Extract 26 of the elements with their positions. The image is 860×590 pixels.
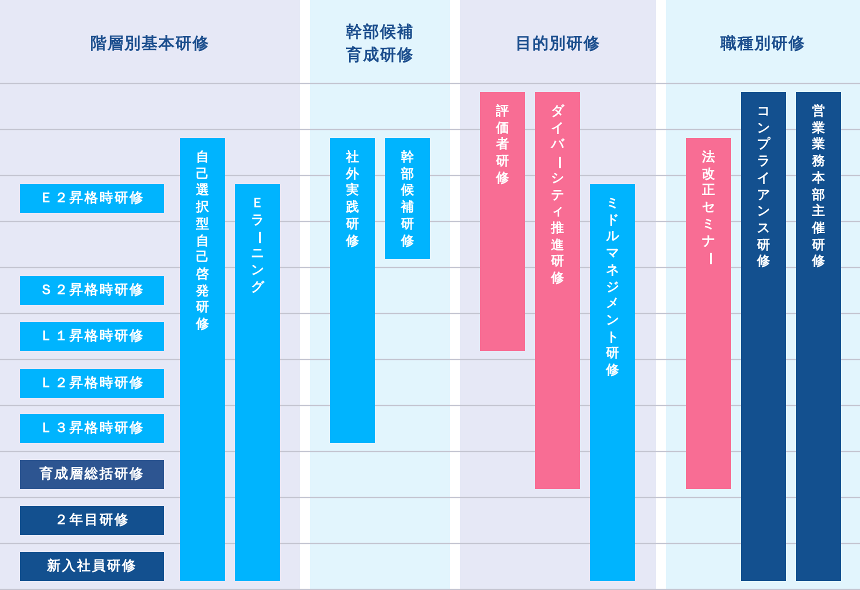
course-bar: ミドルマネジメント研修 — [590, 184, 635, 581]
course-box: 新入社員研修 — [20, 552, 164, 581]
course-box: Ｌ２昇格時研修 — [20, 369, 164, 398]
course-box: ２年目研修 — [20, 506, 164, 535]
course-bar: 幹部候補研修 — [385, 138, 430, 259]
course-bar: コンプライアンス研修 — [741, 92, 786, 581]
column-band — [460, 0, 656, 590]
column-band — [666, 0, 860, 590]
course-bar: 社外実践研修 — [330, 138, 375, 443]
course-bar: 営業業務本部主催研修 — [796, 92, 841, 581]
course-box: Ｓ２昇格時研修 — [20, 276, 164, 305]
course-bar: 評価者研修 — [480, 92, 525, 351]
course-bar: 自己選択型自己啓発研修 — [180, 138, 225, 581]
course-bar: 法改正セミナー — [686, 138, 731, 489]
column-heading: 目的別研修 — [516, 32, 600, 54]
course-bar: ダイバーシティ推進研修 — [535, 92, 580, 489]
column-heading: 職種別研修 — [720, 32, 806, 54]
course-box: Ｌ１昇格時研修 — [20, 322, 164, 351]
course-box: 育成層総括研修 — [20, 460, 164, 489]
course-bar: Ｅラーニング — [235, 184, 280, 581]
column-heading: 階層別基本研修 — [90, 32, 210, 54]
column-heading: 幹部候補育成研修 — [345, 21, 415, 66]
column-band — [310, 0, 450, 590]
column-band — [0, 0, 300, 590]
course-box: Ｅ２昇格時研修 — [20, 184, 164, 213]
course-box: Ｌ３昇格時研修 — [20, 414, 164, 443]
